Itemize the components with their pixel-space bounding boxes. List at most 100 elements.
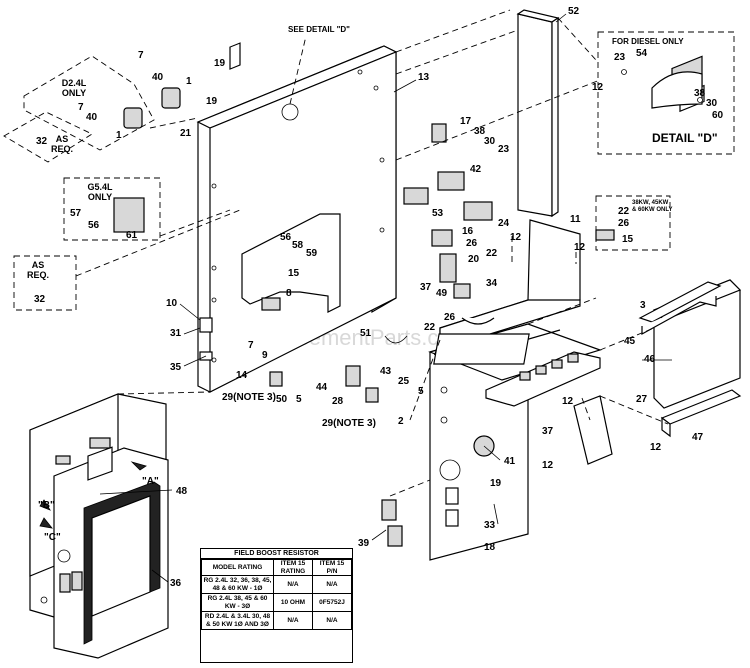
label-53: 53 [432,208,444,219]
label-34: 34 [486,278,498,289]
table-header-row: MODEL RATING ITEM 15 RATING ITEM 15 P/N [201,559,352,576]
as-req-group-box-1 [3,111,93,163]
controller-module [652,55,742,409]
label-11: 11 [570,214,581,225]
label-29a: 29(NOTE 3) [222,392,276,403]
label-38a: 38 [474,126,486,137]
kw-group-box [595,195,671,251]
label-17: 17 [460,116,472,127]
as-req-group-box-2 [13,255,77,311]
table-cell: N/A [273,575,313,594]
field-boost-resistor-table: FIELD BOOST RESISTOR MODEL RATING ITEM 1… [200,548,353,663]
fbr-table-grid: FIELD BOOST RESISTOR MODEL RATING ITEM 1… [201,549,352,630]
controller-rail [641,296,717,336]
label-7c: 7 [248,340,254,351]
label-26b: 26 [466,238,478,249]
label-5a: 5 [296,394,302,405]
for-diesel-only: FOR DIESEL ONLY [612,37,684,46]
label-50: 50 [276,394,288,405]
label-19b: 19 [206,96,218,107]
label-41: 41 [504,456,516,467]
side-panel [516,9,560,218]
enclosure-assembly [29,393,169,659]
label-19a: 19 [214,58,226,69]
label-2: 2 [398,416,404,427]
table-header: ITEM 15 RATING [273,559,313,576]
detail-d-box [597,31,735,155]
view-b-label: "B" [38,500,55,511]
label-7b: 7 [78,102,84,113]
label-44: 44 [316,382,328,393]
table-row: RD 2.4L & 3.4L 30, 48 & 50 KW 1Ø AND 3Ø … [201,611,352,630]
label-13: 13 [418,72,430,83]
view-a-label: "A" [142,476,159,487]
support-bracket [485,351,613,465]
label-7a: 7 [138,50,144,61]
label-56a: 56 [88,220,100,231]
label-57: 57 [70,208,82,219]
label-49: 49 [436,288,448,299]
label-9: 9 [262,350,268,361]
connector-53 [403,187,429,205]
table-cell: RD 2.4L & 3.4L 30, 48 & 50 KW 1Ø AND 3Ø [201,611,274,630]
label-3: 3 [640,300,646,311]
label-32a: 32 [36,136,48,147]
view-arrows [39,461,147,529]
label-5b: 5 [418,386,424,397]
label-25: 25 [398,376,410,387]
terminal-block-20 [439,253,457,283]
table-header: MODEL RATING [201,559,274,576]
label-12a: 12 [592,82,604,93]
label-39: 39 [358,538,370,549]
label-26c: 26 [618,218,630,229]
label-12b: 12 [510,232,522,243]
label-35: 35 [170,362,182,373]
label-40b: 40 [86,112,98,123]
back-panel [196,42,398,393]
table-cell: 0F5752J [312,593,352,612]
resistor-15 [595,229,615,241]
label-8: 8 [286,288,292,299]
label-22a: 22 [424,322,436,333]
label-1a: 1 [186,76,192,87]
label-27: 27 [636,394,648,405]
label-61: 61 [126,230,138,241]
label-45: 45 [624,336,636,347]
label-19c: 19 [490,478,502,489]
table-header: ITEM 15 P/N [312,559,352,576]
label-31: 31 [170,328,182,339]
table-cell: RG 2.4L 32, 36, 38, 45, 48 & 60 KW - 1Ø [201,575,274,594]
label-54: 54 [636,48,648,59]
table-row: RG 2.4L 38, 45 & 60 KW - 3Ø 10 OHM 0F575… [201,593,352,612]
label-21: 21 [180,128,192,139]
table-cell: N/A [312,611,352,630]
label-12f: 12 [542,460,554,471]
label-29b: 29(NOTE 3) [322,418,376,429]
bracket-28 [345,365,361,387]
label-32b: 32 [34,294,46,305]
label-37b: 37 [542,426,554,437]
fbr-table-title: FIELD BOOST RESISTOR [201,549,352,559]
bottom-bracket [660,389,742,438]
label-24: 24 [498,218,510,229]
table-row: RG 2.4L 32, 36, 38, 45, 48 & 60 KW - 1Ø … [201,575,352,594]
label-22b: 22 [486,248,498,259]
leader-lines [99,13,672,583]
label-60: 60 [712,110,724,121]
relay-1 [123,87,181,129]
component-8 [261,297,281,311]
label-58: 58 [292,240,304,251]
d24-group-box [23,55,155,151]
label-59: 59 [306,248,318,259]
label-10: 10 [166,298,178,309]
table-cell: N/A [312,575,352,594]
detail-d-parts [621,69,703,109]
label-56b: 56 [280,232,292,243]
label-1b: 1 [116,130,122,141]
label-28: 28 [332,396,344,407]
label-42: 42 [470,164,482,175]
